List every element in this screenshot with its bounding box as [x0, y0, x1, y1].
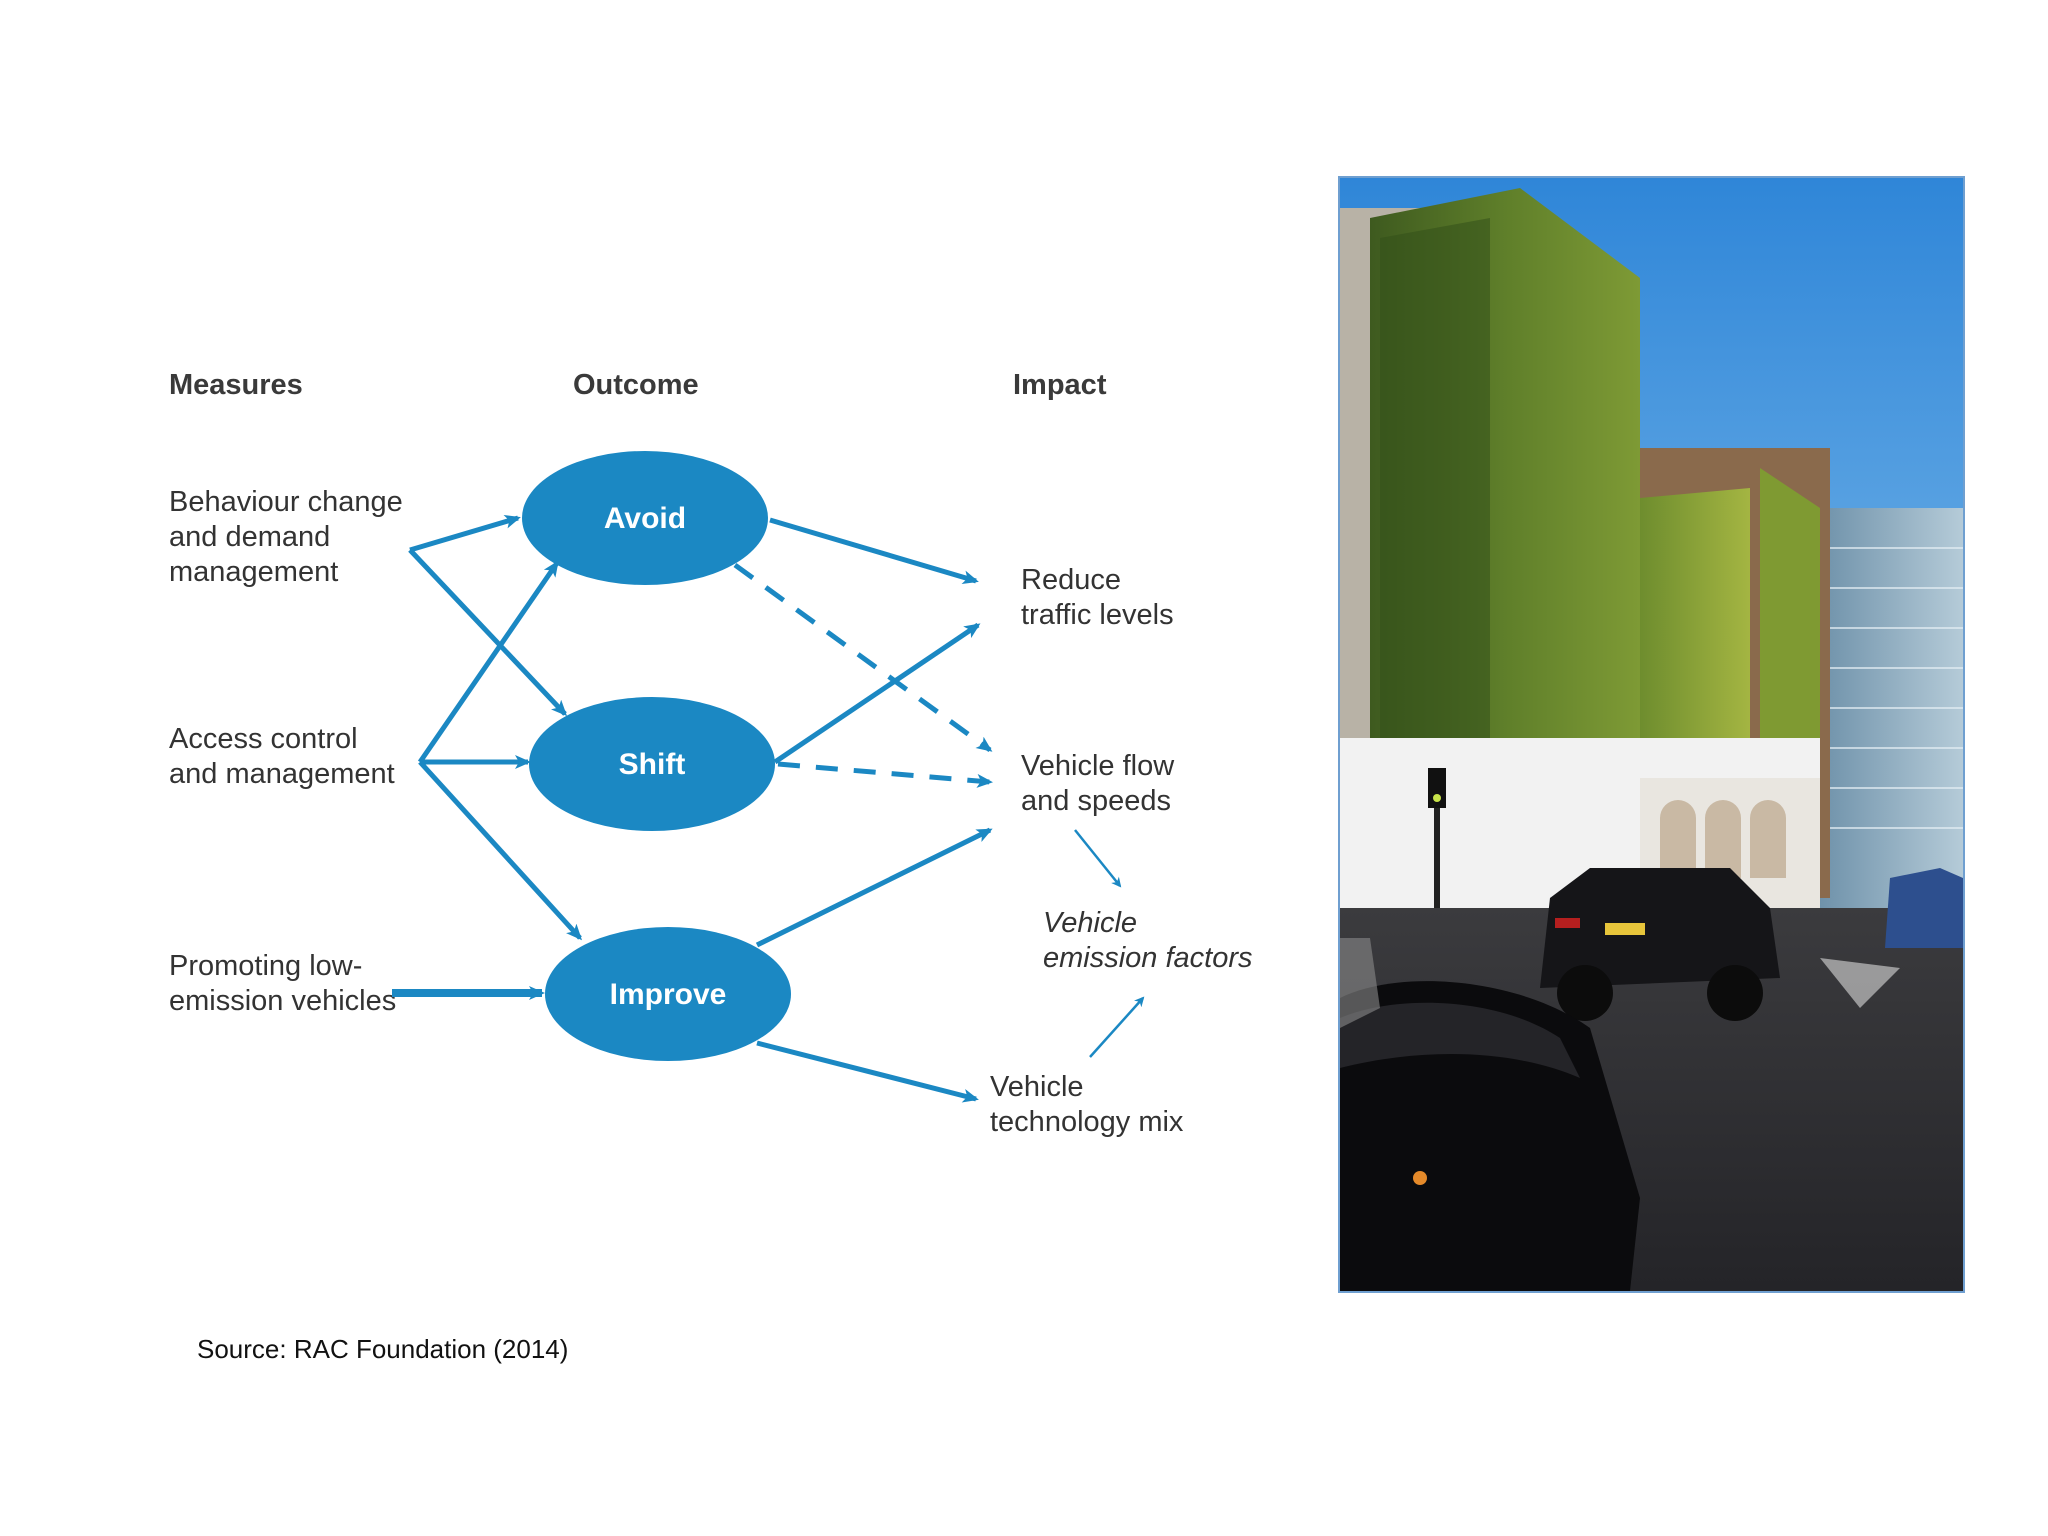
node-improve-shape: [545, 927, 791, 1061]
header-outcome: Outcome: [573, 369, 699, 401]
impact-emission: Vehicle emission factors: [1043, 907, 1253, 974]
node-avoid-label: Avoid: [604, 502, 686, 535]
edge-access-improve: [418, 760, 583, 941]
node-improve-label: Improve: [610, 978, 727, 1011]
edge-behaviour-avoid: [409, 514, 521, 553]
edge-behaviour-shift: [408, 548, 568, 717]
impact-emission-line-2: emission factors: [1043, 942, 1253, 974]
measure-access-line-1: Access control: [169, 723, 358, 755]
edge-shift-reduce: [773, 622, 981, 765]
impact-reduce: Reduce traffic levels: [1021, 564, 1174, 631]
photo-illustration: [1340, 178, 1963, 1291]
edge-flow-emission: [1074, 829, 1122, 888]
impact-flow-line-2: and speeds: [1021, 785, 1171, 817]
impact-techmix-line-2: technology mix: [990, 1106, 1184, 1138]
measure-promoting-line-2: emission vehicles: [169, 985, 396, 1017]
living-wall-photo: [1338, 176, 1965, 1293]
impact-emission-line-1: Vehicle: [1043, 907, 1137, 939]
measure-behaviour-line-1: Behaviour change: [169, 486, 403, 518]
node-shift-label: Shift: [619, 748, 686, 781]
edge-improve-flow: [755, 827, 993, 948]
impact-reduce-line-2: traffic levels: [1021, 599, 1174, 631]
edge-techmix-emission: [1089, 996, 1145, 1058]
node-shift: Shift: [529, 697, 775, 831]
impact-flow: Vehicle flow and speeds: [1021, 750, 1175, 817]
source-note: Source: RAC Foundation (2014): [197, 1334, 569, 1364]
avoid-shift-improve-diagram: Measures Outcome Impact Behaviour change…: [169, 369, 1253, 1138]
node-improve: Improve: [545, 927, 791, 1061]
edges-outcomes-to-impacts: [733, 517, 993, 1103]
impact-techmix: Vehicle technology mix: [990, 1071, 1184, 1138]
impact-reduce-line-1: Reduce: [1021, 564, 1121, 596]
edge-shift-flow: [777, 761, 993, 788]
edge-avoid-flow: [733, 562, 993, 753]
edges-measures-to-outcomes: [392, 514, 583, 1000]
header-measures: Measures: [169, 369, 303, 401]
measure-behaviour-line-3: management: [169, 556, 338, 588]
edge-avoid-reduce: [769, 517, 979, 585]
measure-access: Access control and management: [169, 723, 395, 790]
header-impact: Impact: [1013, 369, 1107, 401]
impact-flow-line-1: Vehicle flow: [1021, 750, 1175, 782]
node-shift-shape: [529, 697, 775, 831]
measure-behaviour-line-2: and demand: [169, 521, 330, 553]
node-avoid: Avoid: [522, 451, 768, 585]
measure-behaviour: Behaviour change and demand management: [169, 486, 403, 588]
edges-to-emission: [1074, 829, 1145, 1058]
measure-promoting-line-1: Promoting low-: [169, 950, 362, 982]
impact-techmix-line-1: Vehicle: [990, 1071, 1084, 1103]
node-avoid-shape: [522, 451, 768, 585]
edge-access-avoid: [417, 560, 560, 764]
measure-promoting: Promoting low- emission vehicles: [169, 950, 396, 1017]
measure-access-line-2: and management: [169, 758, 395, 790]
edge-improve-techmix: [756, 1040, 979, 1103]
